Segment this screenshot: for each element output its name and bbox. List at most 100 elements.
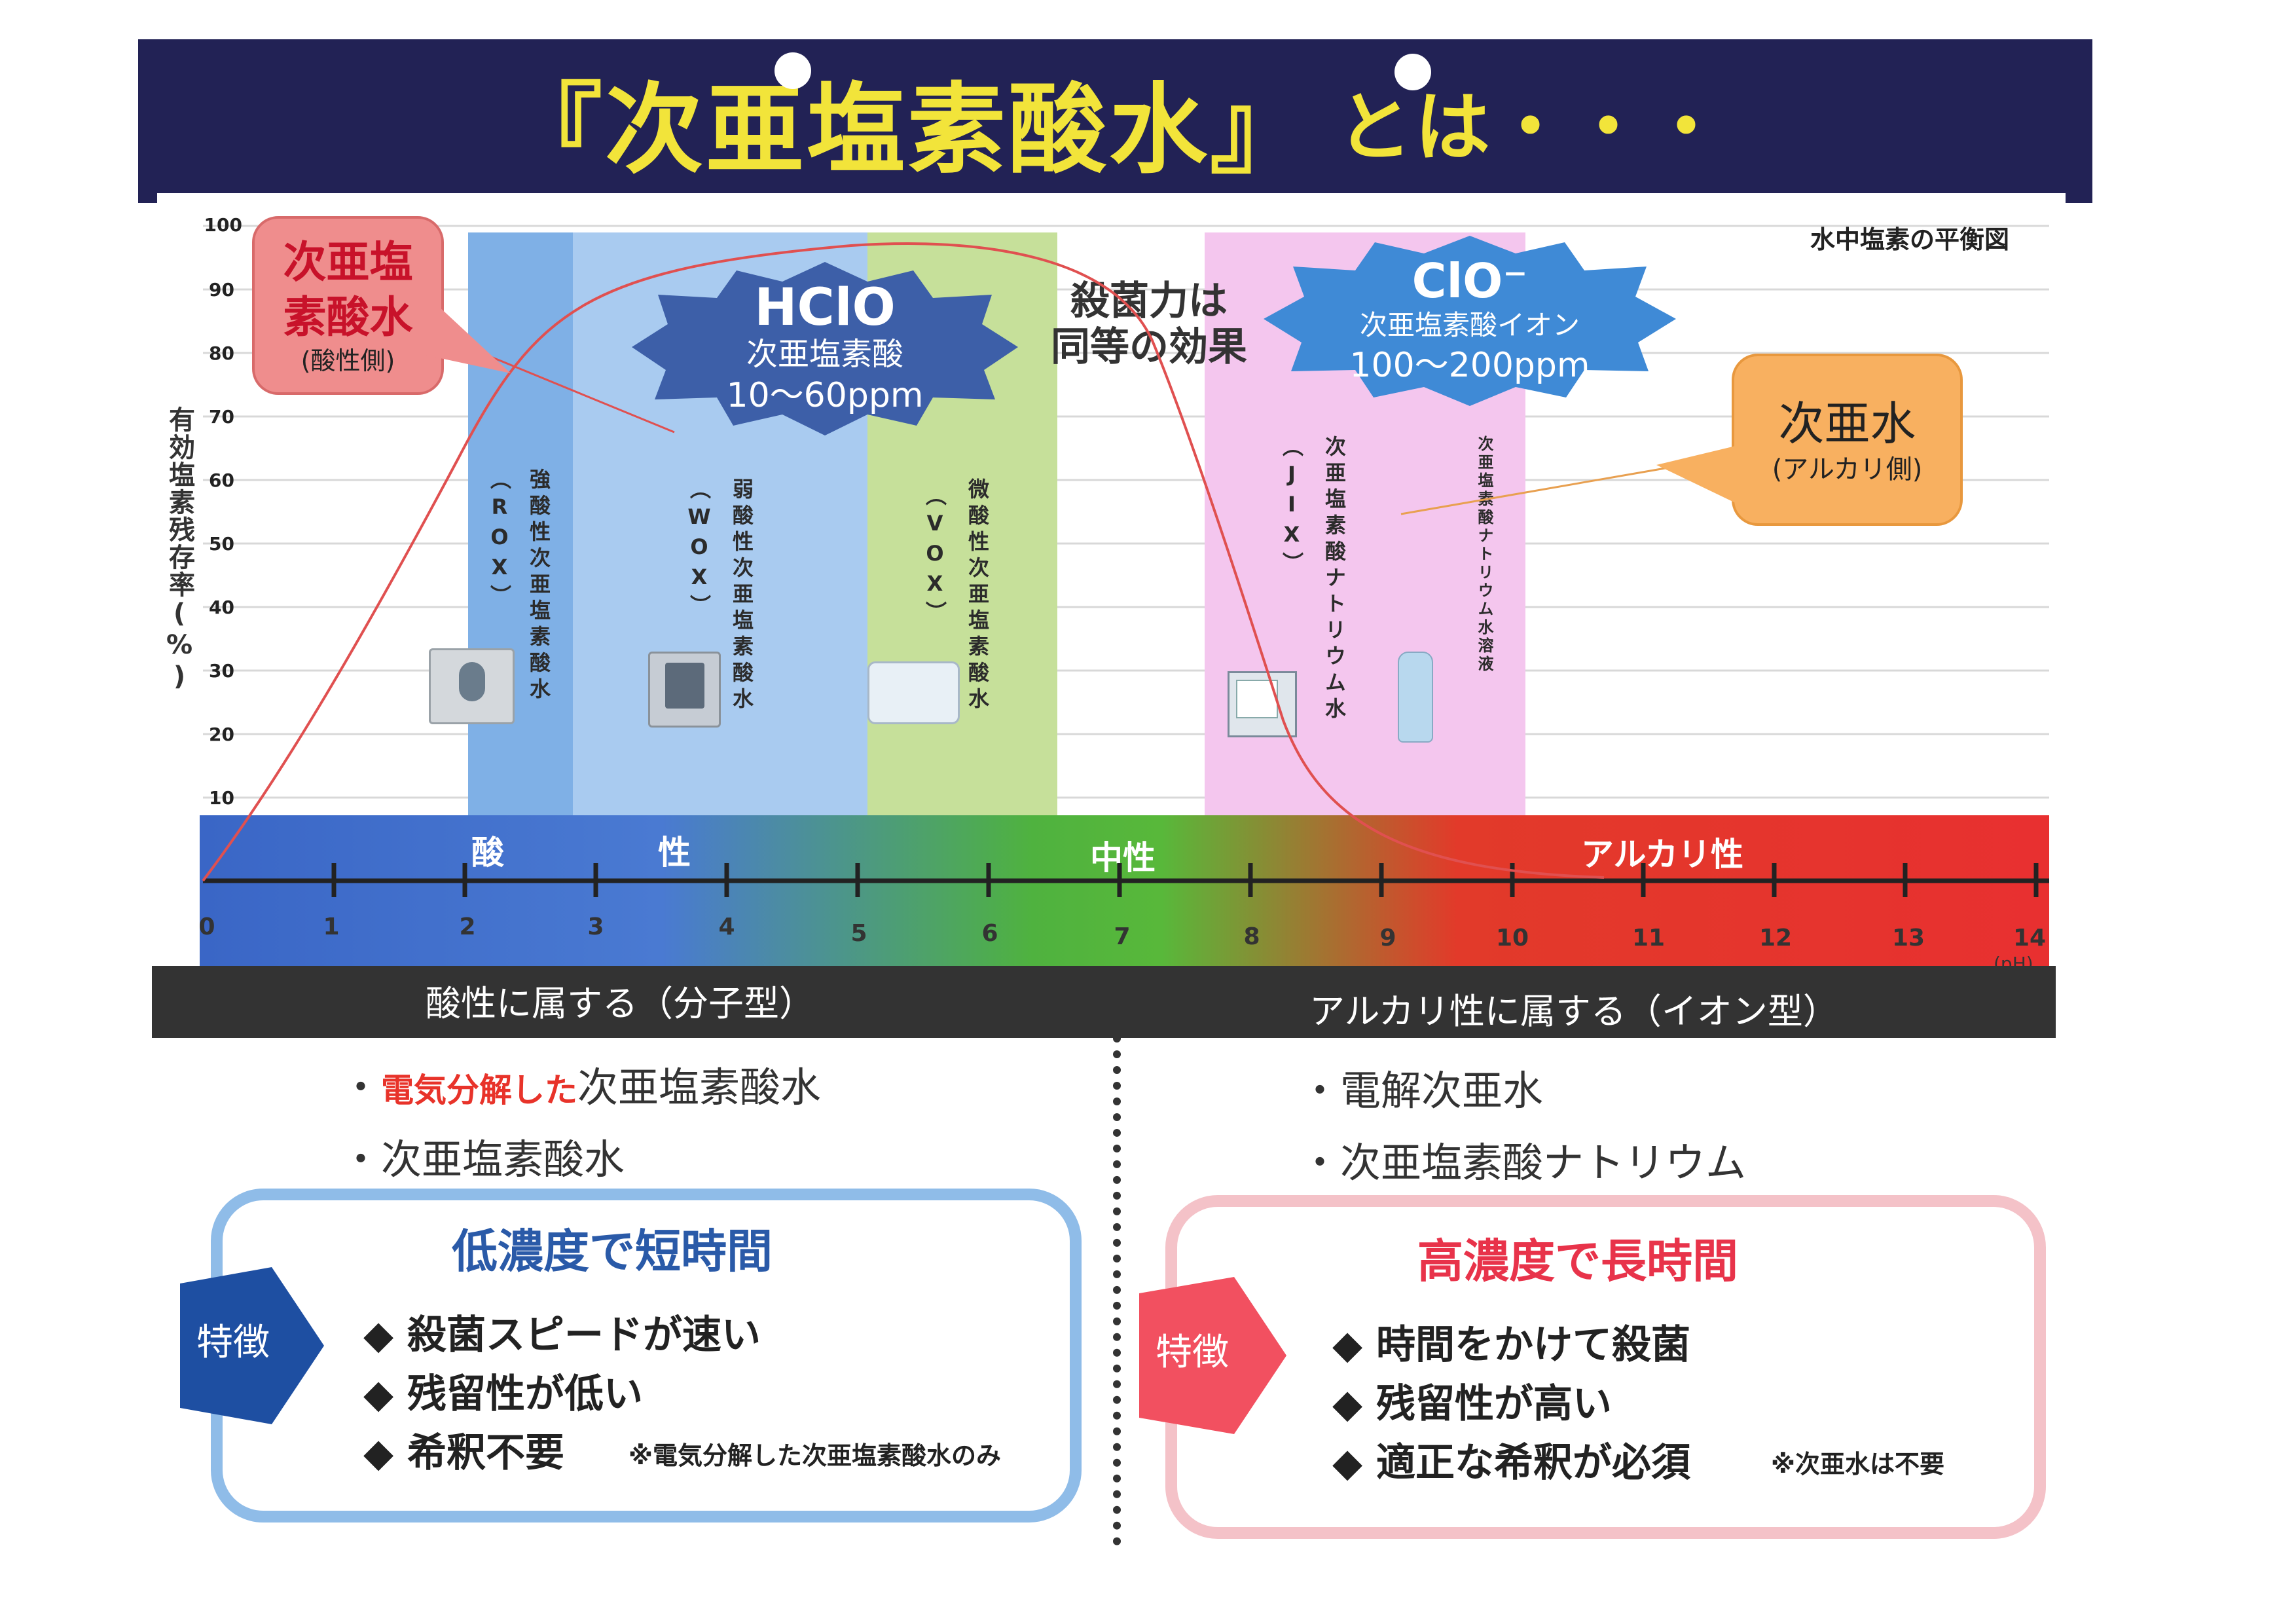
title-banner xyxy=(138,39,2092,203)
bottle-icon xyxy=(1398,652,1433,743)
clo-starburst xyxy=(1264,236,1676,406)
x-tick: 1 xyxy=(323,913,340,940)
band-label-acid-1: 酸 xyxy=(471,834,504,872)
zone-sub-vox: （VOX） xyxy=(922,485,947,627)
x-tick: 8 xyxy=(1243,923,1260,950)
bubble-right-line1: 次亜水 xyxy=(1778,396,1916,451)
x-tick: 2 xyxy=(459,913,476,940)
feature-acidic-item-3-text: 希釈不要 xyxy=(407,1430,565,1476)
y-tick: 20 xyxy=(209,724,234,745)
title-main: 『次亜塩素酸水』 xyxy=(503,73,1311,187)
zone-sub-wox: （WOX） xyxy=(687,478,712,621)
chart-corner-label: 水中塩素の平衡図 xyxy=(1810,225,2010,254)
feature-acidic-item-1: ◆ 殺菌スピードが速い xyxy=(363,1303,761,1360)
hclo-ppm: 10〜60ppm xyxy=(726,375,924,415)
zone-label-wox: 弱酸性次亜塩素酸水 xyxy=(729,478,754,714)
right-list-item-2-text: 次亜塩素酸ナトリウム xyxy=(1340,1139,1747,1187)
left-list-item-1-highlight: 電気分解した xyxy=(381,1071,578,1109)
left-list-item-2-text: 次亜塩素酸水 xyxy=(381,1135,625,1183)
clo-name: 次亜塩素酸イオン xyxy=(1359,309,1580,341)
bubble-left-tail xyxy=(419,288,511,373)
x-tick: 10 xyxy=(1495,925,1529,951)
zone-sub-jix: （JIX） xyxy=(1279,435,1304,578)
punch-hole xyxy=(774,52,811,89)
diamond-bullet-icon: ◆ xyxy=(363,1371,394,1417)
feature-heading-alkaline: 高濃度で長時間 xyxy=(1417,1234,1738,1288)
device-wox-icon xyxy=(648,652,721,728)
vertical-divider xyxy=(1113,1035,1121,1545)
bubble-right-tail xyxy=(1656,445,1738,504)
diamond-bullet-icon: ◆ xyxy=(1332,1381,1363,1427)
feature-alkaline-item-2-text: 残留性が高い xyxy=(1376,1381,1613,1427)
ph-axis xyxy=(203,863,2049,897)
diamond-bullet-icon: ◆ xyxy=(363,1430,394,1476)
clo-formula: ClO⁻ xyxy=(1412,253,1528,308)
bubble-acidic-side: 次亜塩 素酸水 (酸性側) xyxy=(252,216,444,395)
feature-acidic-item-3: ◆ 希釈不要 xyxy=(363,1421,564,1478)
feature-alkaline-item-3-text: 適正な希釈が必須 xyxy=(1376,1440,1691,1486)
feature-acidic-note: ※電気分解した次亜塩素酸水のみ xyxy=(629,1441,1001,1470)
zone-label-jix: 次亜塩素酸ナトリウム水 xyxy=(1322,435,1347,724)
page-title: 『次亜塩素酸水』 とは・・・ xyxy=(138,39,2092,203)
bubble-right-sub: (アルカリ側) xyxy=(1772,454,1923,485)
device-vox-icon xyxy=(867,661,960,724)
feature-alkaline-item-2: ◆ 残留性が高い xyxy=(1332,1372,1612,1429)
diamond-bullet-icon: ◆ xyxy=(363,1312,394,1358)
x-tick: 12 xyxy=(1758,925,1793,951)
x-tick: 14 xyxy=(2013,925,2047,951)
punch-hole xyxy=(1394,54,1431,90)
feature-acidic-item-2-text: 残留性が低い xyxy=(407,1371,644,1417)
center-note-line1: 殺菌力は xyxy=(1070,278,1228,324)
x-tick: 13 xyxy=(1891,925,1925,951)
y-axis-label: 有効塩素残存率(%) xyxy=(164,406,194,693)
feature-alkaline-item-3: ◆ 適正な希釈が必須 xyxy=(1332,1431,1690,1488)
x-tick: 7 xyxy=(1114,923,1131,950)
zone-label-vox: 微酸性次亜塩素酸水 xyxy=(965,478,990,714)
x-tick: 3 xyxy=(587,913,604,940)
center-note: 殺菌力は 同等の効果 xyxy=(1031,278,1267,370)
left-list-item-2: ・次亜塩素酸水 xyxy=(340,1135,625,1183)
y-tick: 70 xyxy=(209,406,234,428)
y-tick: 90 xyxy=(209,279,234,301)
bubble-left-line1: 次亜塩 xyxy=(283,236,413,287)
band-label-neutral: 中性 xyxy=(1090,839,1156,877)
feature-heading-acidic: 低濃度で短時間 xyxy=(452,1225,773,1278)
feature-acidic-item-1-text: 殺菌スピードが速い xyxy=(407,1312,761,1358)
y-tick: 50 xyxy=(209,533,234,555)
bubble-alkaline-side: 次亜水 (アルカリ側) xyxy=(1732,354,1963,526)
feature-badge-acidic xyxy=(180,1267,324,1424)
feature-box-alkaline xyxy=(1165,1195,2046,1539)
left-list-item-1-text: 次亜塩素酸水 xyxy=(577,1063,822,1111)
hclo-star-content: HClO 次亜塩素酸 10〜60ppm xyxy=(625,262,1025,435)
y-tick: 60 xyxy=(209,470,234,491)
diamond-bullet-icon: ◆ xyxy=(1332,1322,1363,1368)
bubble-left-sub: (酸性側) xyxy=(301,346,395,375)
feature-box-acidic xyxy=(211,1189,1082,1522)
x-tick: 0 xyxy=(198,913,215,940)
feature-acidic-item-2: ◆ 残留性が低い xyxy=(363,1362,643,1419)
y-tick: 80 xyxy=(209,342,234,364)
diamond-bullet-icon: ◆ xyxy=(1332,1440,1363,1486)
feature-alkaline-item-1: ◆ 時間をかけて殺菌 xyxy=(1332,1313,1690,1370)
category-bar xyxy=(152,966,2056,1038)
hclo-formula: HClO xyxy=(754,278,896,337)
ph-band xyxy=(200,815,2049,966)
band-label-alkali: アルカリ性 xyxy=(1581,836,1743,874)
x-tick: 5 xyxy=(850,920,867,947)
x-tick: 11 xyxy=(1631,925,1666,951)
x-tick: 6 xyxy=(981,920,998,947)
y-tick: 100 xyxy=(204,214,242,236)
left-list-item-1: ・電気分解した次亜塩素酸水 xyxy=(340,1063,822,1111)
y-tick: 30 xyxy=(209,660,234,682)
right-list-item-1: ・電解次亜水 xyxy=(1300,1067,1544,1115)
feature-alkaline-item-1-text: 時間をかけて殺菌 xyxy=(1376,1322,1691,1368)
title-tail: とは・・・ xyxy=(1337,84,1727,172)
category-alkaline: アルカリ性に属する（イオン型） xyxy=(1309,991,1838,1032)
y-tick: 10 xyxy=(209,787,234,809)
x-tick: 9 xyxy=(1379,925,1396,951)
x-tick: 4 xyxy=(718,913,735,940)
clo-star-content: ClO⁻ 次亜塩素酸イオン 100〜200ppm xyxy=(1257,236,1683,406)
device-jix-icon xyxy=(1228,671,1297,737)
clo-ppm: 100〜200ppm xyxy=(1349,346,1590,385)
feature-badge-alkaline-label: 特徴 xyxy=(1156,1331,1229,1374)
